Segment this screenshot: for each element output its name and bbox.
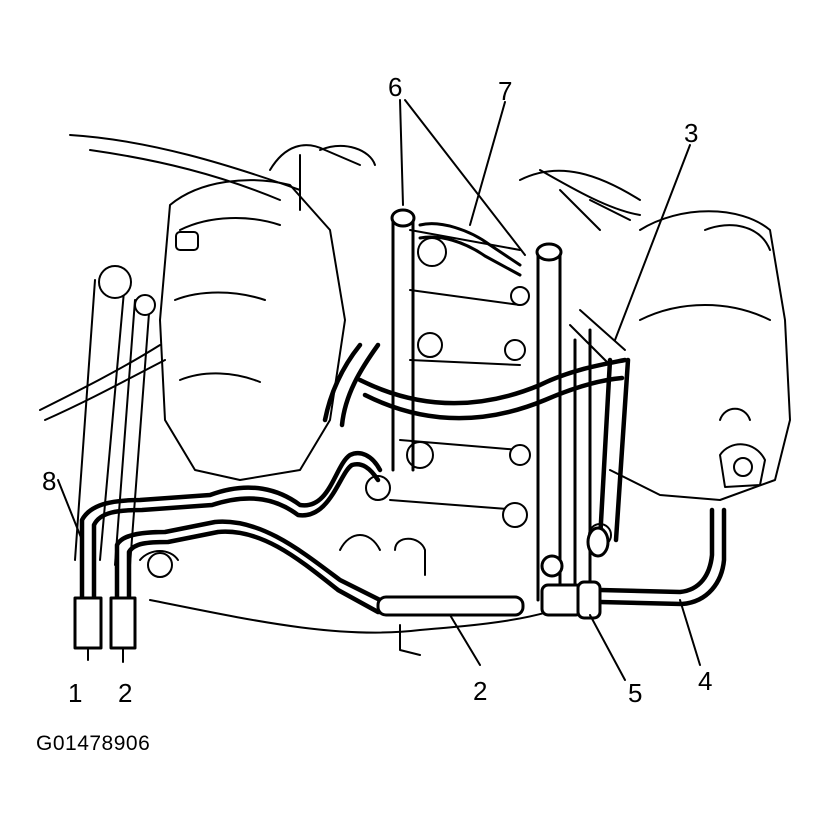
engine-outline — [39, 134, 791, 656]
callout-3: 3 — [684, 118, 698, 148]
callout-2-center: 2 — [473, 676, 487, 706]
callout-7: 7 — [498, 76, 512, 106]
callout-1: 1 — [68, 678, 82, 708]
leader-lines — [57, 99, 701, 681]
figure-id: G01478906 — [36, 732, 151, 755]
ribbed-hose — [322, 309, 631, 558]
callout-6: 6 — [388, 72, 402, 102]
vacuum-lines — [73, 222, 727, 650]
fuel-rails — [390, 208, 592, 602]
callout-5: 5 — [628, 678, 642, 708]
callout-8: 8 — [42, 466, 56, 496]
callout-4: 4 — [698, 666, 712, 696]
callout-labels: 6 7 3 8 1 2 2 5 4 — [42, 72, 712, 708]
callout-2-left: 2 — [118, 678, 132, 708]
